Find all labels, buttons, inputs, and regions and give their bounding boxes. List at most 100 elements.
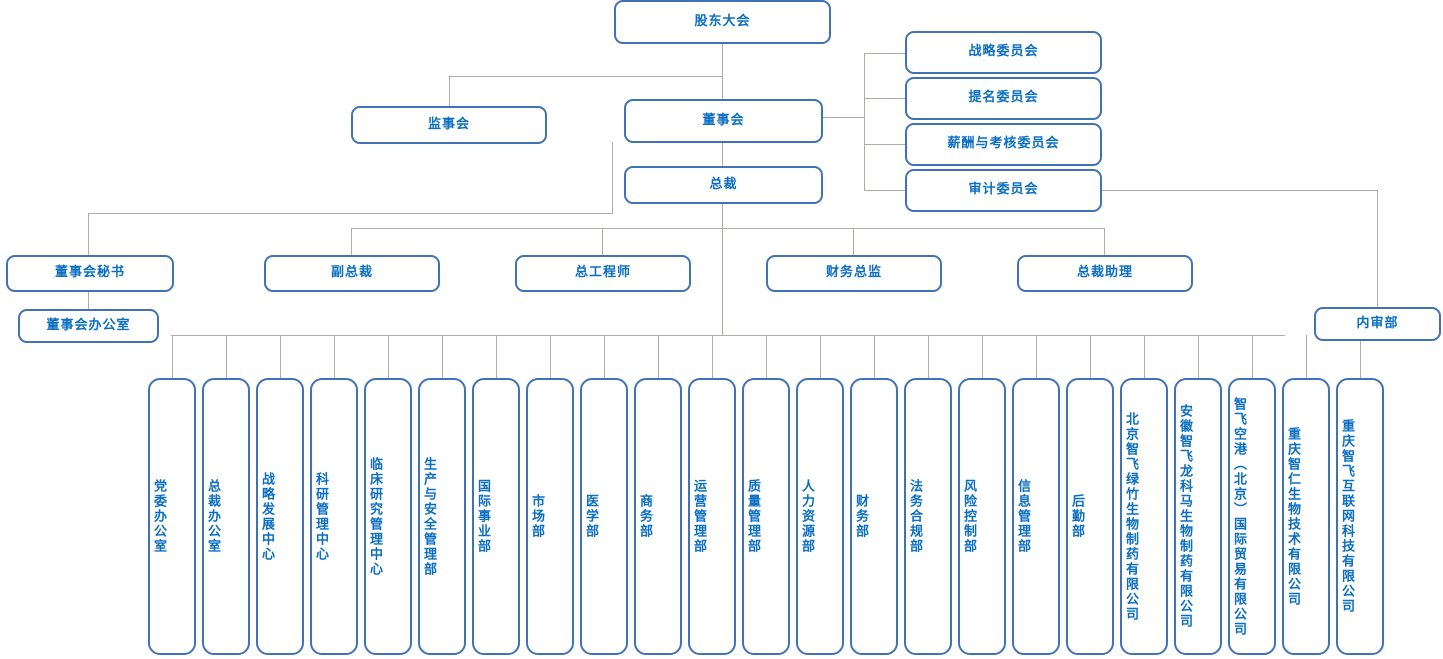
connector-department-drop bbox=[712, 335, 713, 378]
node-board-secretary[interactable]: 董事会秘书 bbox=[6, 255, 174, 292]
node-department[interactable]: 国际事业部 bbox=[472, 378, 520, 655]
connector-department-drop bbox=[388, 335, 389, 378]
connector-department-drop bbox=[1306, 335, 1307, 378]
node-department[interactable]: 重庆智仁生物技术有限公司 bbox=[1282, 378, 1330, 655]
connector-supervisors-down bbox=[449, 76, 450, 106]
node-label: 总裁助理 bbox=[1076, 265, 1133, 281]
connector-department-drop bbox=[1036, 335, 1037, 378]
connector-department-drop bbox=[820, 335, 821, 378]
node-president[interactable]: 总裁 bbox=[624, 166, 823, 204]
node-president-assistant[interactable]: 总裁助理 bbox=[1017, 255, 1193, 292]
node-cfo[interactable]: 财务总监 bbox=[766, 255, 942, 292]
node-label: 总工程师 bbox=[574, 265, 631, 281]
node-chief-engineer[interactable]: 总工程师 bbox=[515, 255, 691, 292]
node-department[interactable]: 安徽智飞龙科马生物制药有限公司 bbox=[1174, 378, 1222, 655]
node-department[interactable]: 质量管理部 bbox=[742, 378, 790, 655]
connector-board-to-committee-spine bbox=[823, 117, 865, 118]
connector-committee-4 bbox=[864, 190, 906, 191]
node-label: 战略委员会 bbox=[968, 44, 1039, 60]
node-label: 后勤部 bbox=[1068, 494, 1084, 539]
node-label: 北京智飞绿竹生物制药有限公司 bbox=[1122, 411, 1138, 622]
connector-department-drop bbox=[928, 335, 929, 378]
node-committee-audit[interactable]: 审计委员会 bbox=[905, 169, 1102, 212]
node-department[interactable]: 生产与安全管理部 bbox=[418, 378, 466, 655]
connector-committee-spine bbox=[864, 53, 865, 190]
node-department[interactable]: 信息管理部 bbox=[1012, 378, 1060, 655]
connector-department-drop bbox=[1360, 335, 1361, 378]
node-label: 市场部 bbox=[528, 494, 544, 539]
node-label: 股东大会 bbox=[694, 13, 751, 29]
connector-department-drop bbox=[172, 335, 173, 378]
node-label: 副总裁 bbox=[330, 265, 373, 281]
node-label: 监事会 bbox=[427, 116, 470, 132]
connector-supervisors-bus bbox=[449, 76, 723, 77]
node-committee-strategy[interactable]: 战略委员会 bbox=[905, 31, 1102, 74]
connector-department-drop bbox=[982, 335, 983, 378]
connector-president-to-dept-bus bbox=[722, 203, 723, 335]
node-department[interactable]: 党委办公室 bbox=[148, 378, 196, 655]
node-department[interactable]: 法务合规部 bbox=[904, 378, 952, 655]
connector-secretary-to-office bbox=[88, 291, 89, 309]
node-internal-audit-department[interactable]: 内审部 bbox=[1314, 307, 1441, 341]
node-label: 董事会秘书 bbox=[54, 265, 125, 281]
connector-internal-audit-down bbox=[1377, 190, 1378, 307]
connector-department-drop bbox=[550, 335, 551, 378]
connector-executive-bus bbox=[351, 228, 1104, 229]
node-label: 重庆智仁生物技术有限公司 bbox=[1284, 426, 1300, 607]
node-label: 战略发展中心 bbox=[258, 471, 274, 562]
connector-shareholders-board bbox=[722, 76, 723, 100]
node-label: 信息管理部 bbox=[1014, 479, 1030, 554]
connector-department-drop bbox=[442, 335, 443, 378]
connector-audit-to-internal-audit bbox=[1102, 190, 1377, 191]
node-label: 生产与安全管理部 bbox=[420, 456, 436, 577]
connector-department-drop bbox=[1090, 335, 1091, 378]
connector-department-bus bbox=[171, 335, 1285, 336]
connector-exec-assistant bbox=[1104, 228, 1105, 255]
node-vice-president[interactable]: 副总裁 bbox=[264, 255, 440, 292]
node-department[interactable]: 医学部 bbox=[580, 378, 628, 655]
node-department[interactable]: 风险控制部 bbox=[958, 378, 1006, 655]
node-department[interactable]: 重庆智飞互联网科技有限公司 bbox=[1336, 378, 1384, 655]
node-department[interactable]: 市场部 bbox=[526, 378, 574, 655]
connector-committee-3 bbox=[864, 144, 906, 145]
node-department[interactable]: 财务部 bbox=[850, 378, 898, 655]
node-label: 内审部 bbox=[1356, 315, 1399, 331]
connector-department-drop bbox=[280, 335, 281, 378]
node-label: 董事会办公室 bbox=[46, 317, 131, 333]
connector-department-drop bbox=[1198, 335, 1199, 378]
node-department[interactable]: 北京智飞绿竹生物制药有限公司 bbox=[1120, 378, 1168, 655]
node-department[interactable]: 人力资源部 bbox=[796, 378, 844, 655]
connector-department-drop bbox=[766, 335, 767, 378]
node-board-of-supervisors[interactable]: 监事会 bbox=[351, 106, 547, 144]
node-department[interactable]: 战略发展中心 bbox=[256, 378, 304, 655]
node-shareholders-meeting[interactable]: 股东大会 bbox=[614, 0, 831, 44]
node-label: 董事会 bbox=[702, 112, 745, 128]
connector-board-president bbox=[722, 142, 723, 166]
node-label: 风险控制部 bbox=[960, 479, 976, 554]
node-label: 国际事业部 bbox=[474, 479, 490, 554]
node-label: 运营管理部 bbox=[690, 479, 706, 554]
connector-exec-vp bbox=[351, 228, 352, 255]
node-department[interactable]: 后勤部 bbox=[1066, 378, 1114, 655]
connector-department-drop bbox=[226, 335, 227, 378]
node-label: 总裁 bbox=[709, 176, 738, 192]
node-board-of-directors[interactable]: 董事会 bbox=[624, 99, 823, 143]
node-label: 商务部 bbox=[636, 494, 652, 539]
node-department[interactable]: 商务部 bbox=[634, 378, 682, 655]
node-committee-compensation[interactable]: 薪酬与考核委员会 bbox=[905, 123, 1102, 166]
connector-board-down-to-bus bbox=[612, 142, 613, 213]
node-committee-nomination[interactable]: 提名委员会 bbox=[905, 77, 1102, 120]
connector-shareholders-down bbox=[722, 43, 723, 76]
node-board-office[interactable]: 董事会办公室 bbox=[18, 309, 159, 343]
node-department[interactable]: 科研管理中心 bbox=[310, 378, 358, 655]
node-department[interactable]: 智飞空港（北京）国际贸易有限公司 bbox=[1228, 378, 1276, 655]
node-department[interactable]: 总裁办公室 bbox=[202, 378, 250, 655]
connector-exec-cfo bbox=[853, 228, 854, 255]
node-label: 薪酬与考核委员会 bbox=[947, 136, 1060, 152]
node-department[interactable]: 临床研究管理中心 bbox=[364, 378, 412, 655]
connector-exec-chief-engineer bbox=[602, 228, 603, 255]
connector-department-drop bbox=[658, 335, 659, 378]
connector-committee-1 bbox=[864, 53, 906, 54]
node-department[interactable]: 运营管理部 bbox=[688, 378, 736, 655]
node-label: 财务部 bbox=[852, 494, 868, 539]
